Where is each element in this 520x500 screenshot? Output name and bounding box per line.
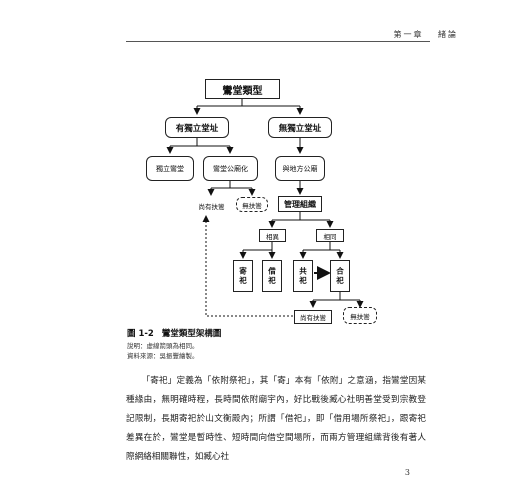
bottom-result-1: 尚有扶鸞 <box>294 310 332 324</box>
left-branch-node: 有獨立堂址 <box>165 117 229 138</box>
figure-number: 圖 1-2 <box>127 329 154 339</box>
management-node: 管理組織 <box>278 196 322 212</box>
chapter-label: 第一章 <box>393 30 424 39</box>
figure-title: 鸞堂類型架構圖 <box>161 329 222 339</box>
he-node: 合祀 <box>330 260 350 292</box>
figure-source: 資料來源：吳振豐繪製。 <box>127 352 199 360</box>
page-number: 3 <box>404 468 410 477</box>
figure-caption: 圖 1-2 鸞堂類型架構圖 <box>127 327 221 339</box>
left-child-2-node: 鸞堂公廟化 <box>203 156 258 181</box>
chapter-title: 緒論 <box>438 30 458 39</box>
running-header: 第一章 緒論 <box>383 29 458 40</box>
gong-node: 共祀 <box>293 260 313 292</box>
root-node: 鸞堂類型 <box>205 79 280 99</box>
body-paragraph: 「寄祀」定義為「依附祭祀」，其「寄」本有「依附」之意涵，指鸞堂因某種緣由，無明確… <box>126 372 426 467</box>
diff-node: 相異 <box>259 229 286 242</box>
same-node: 相同 <box>316 229 344 242</box>
ji-node: 寄祀 <box>233 260 253 292</box>
bottom-result-2: 無扶鸞 <box>343 307 377 324</box>
left-result-2: 無扶鸞 <box>236 197 268 212</box>
left-child-1-node: 獨立鸞堂 <box>146 156 194 181</box>
dashed-same-arrow <box>202 215 301 317</box>
body-text: 「寄祀」定義為「依附祭祀」，其「寄」本有「依附」之意涵，指鸞堂因某種緣由，無明確… <box>126 376 426 462</box>
figure-note: 說明：虛線箭頭為相同。 <box>127 342 199 350</box>
right-branch-node: 無獨立堂址 <box>268 117 332 138</box>
jie-node: 借祀 <box>262 260 282 292</box>
left-result-1: 尚有扶鸞 <box>198 202 225 211</box>
right-child-node: 與地方公廟 <box>275 156 325 181</box>
header-rule <box>126 41 430 42</box>
